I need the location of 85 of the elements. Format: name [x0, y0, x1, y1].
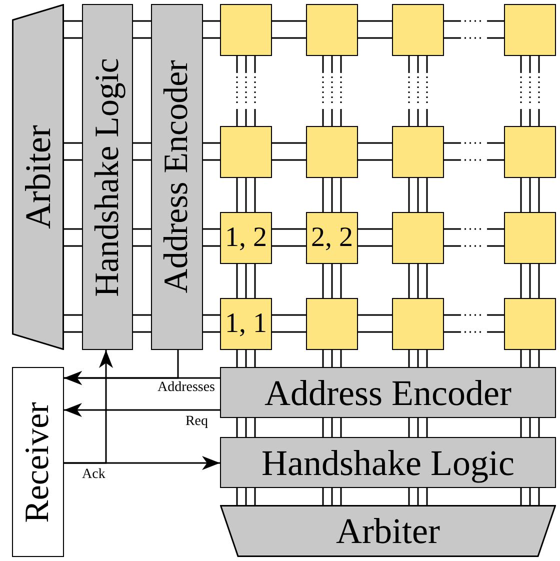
bus-lines: [443, 314, 505, 333]
bus-lines: [63, 142, 83, 161]
bus-lines: [236, 349, 256, 368]
block-label: Handshake Logic: [262, 444, 514, 480]
bus-lines: [520, 417, 540, 438]
bus-lines: [63, 228, 83, 247]
logic-block: [220, 437, 556, 488]
pixel-cell: [306, 4, 358, 56]
bus-lines: [132, 20, 152, 39]
pixel-cell: [392, 212, 444, 264]
bus-lines: [357, 142, 393, 161]
bus-lines: [520, 487, 540, 506]
bus-lines: [236, 55, 256, 127]
edge-label: Req: [185, 415, 208, 429]
bus-lines: [236, 263, 256, 299]
bus-lines: [408, 349, 428, 368]
bus-lines: [63, 314, 83, 333]
bus-lines: [132, 228, 152, 247]
bus-lines: [202, 20, 221, 39]
pixel-cell: [392, 4, 444, 56]
signal-arrow: [64, 350, 113, 464]
bus-lines: [520, 263, 540, 299]
pixel-cell: [504, 126, 556, 178]
bus-lines: [443, 20, 505, 39]
bus-lines: [322, 487, 342, 506]
encoder-block: [151, 4, 203, 350]
bus-lines: [520, 177, 540, 213]
bus-lines: [322, 55, 342, 127]
arbiter-block: [220, 505, 556, 557]
bus-lines: [271, 20, 307, 39]
rotated-label: Arbiter: [20, 125, 56, 229]
bus-lines: [322, 349, 342, 368]
pixel-cell: [504, 212, 556, 264]
block-label: Address Encoder: [264, 374, 512, 410]
block-label: Arbiter: [336, 513, 440, 549]
bus-lines: [271, 228, 307, 247]
bus-lines: [408, 263, 428, 299]
pixel-address: 2, 2: [311, 224, 353, 252]
pixel-cell: [392, 298, 444, 350]
pixel-cell: [220, 212, 272, 264]
bus-lines: [322, 417, 342, 438]
bus-lines: [357, 20, 393, 39]
bus-lines: [357, 314, 393, 333]
bus-lines: [271, 314, 307, 333]
signal-arrow: [64, 350, 179, 385]
bus-lines: [271, 142, 307, 161]
rotated-label: Handshake Logic: [90, 58, 124, 296]
bus-lines: [357, 228, 393, 247]
bus-lines: [202, 314, 221, 333]
bus-lines: [322, 177, 342, 213]
bus-lines: [443, 228, 505, 247]
bus-lines: [520, 55, 540, 127]
pixel-cell: [504, 4, 556, 56]
arbiter-block: [12, 4, 64, 350]
bus-lines: [408, 55, 428, 127]
pixel-address: 1, 2: [225, 224, 267, 252]
receiver-block: [12, 367, 64, 557]
rotated-label: Receiver: [21, 402, 55, 522]
bus-lines: [408, 417, 428, 438]
bus-lines: [236, 487, 256, 506]
pixel-address: 1, 1: [225, 310, 267, 338]
pixel-cell: [306, 298, 358, 350]
pixel-cell: [306, 126, 358, 178]
pixel-cell: [220, 298, 272, 350]
encoder-block: [220, 367, 556, 418]
bus-lines: [236, 417, 256, 438]
pixel-cell: [220, 4, 272, 56]
bus-lines: [520, 349, 540, 368]
bus-lines: [443, 142, 505, 161]
bus-lines: [132, 142, 152, 161]
rotated-label: Address Encoder: [160, 60, 194, 294]
signal-arrow: [64, 403, 220, 417]
bus-lines: [63, 20, 83, 39]
bus-lines: [202, 142, 221, 161]
bus-lines: [408, 177, 428, 213]
bus-lines: [132, 314, 152, 333]
pixel-cell: [504, 298, 556, 350]
bus-lines: [202, 228, 221, 247]
logic-block: [82, 4, 133, 350]
bus-lines: [236, 177, 256, 213]
pixel-cell: [392, 126, 444, 178]
bus-lines: [408, 487, 428, 506]
pixel-cell: [306, 212, 358, 264]
bus-lines: [322, 263, 342, 299]
pixel-cell: [220, 126, 272, 178]
